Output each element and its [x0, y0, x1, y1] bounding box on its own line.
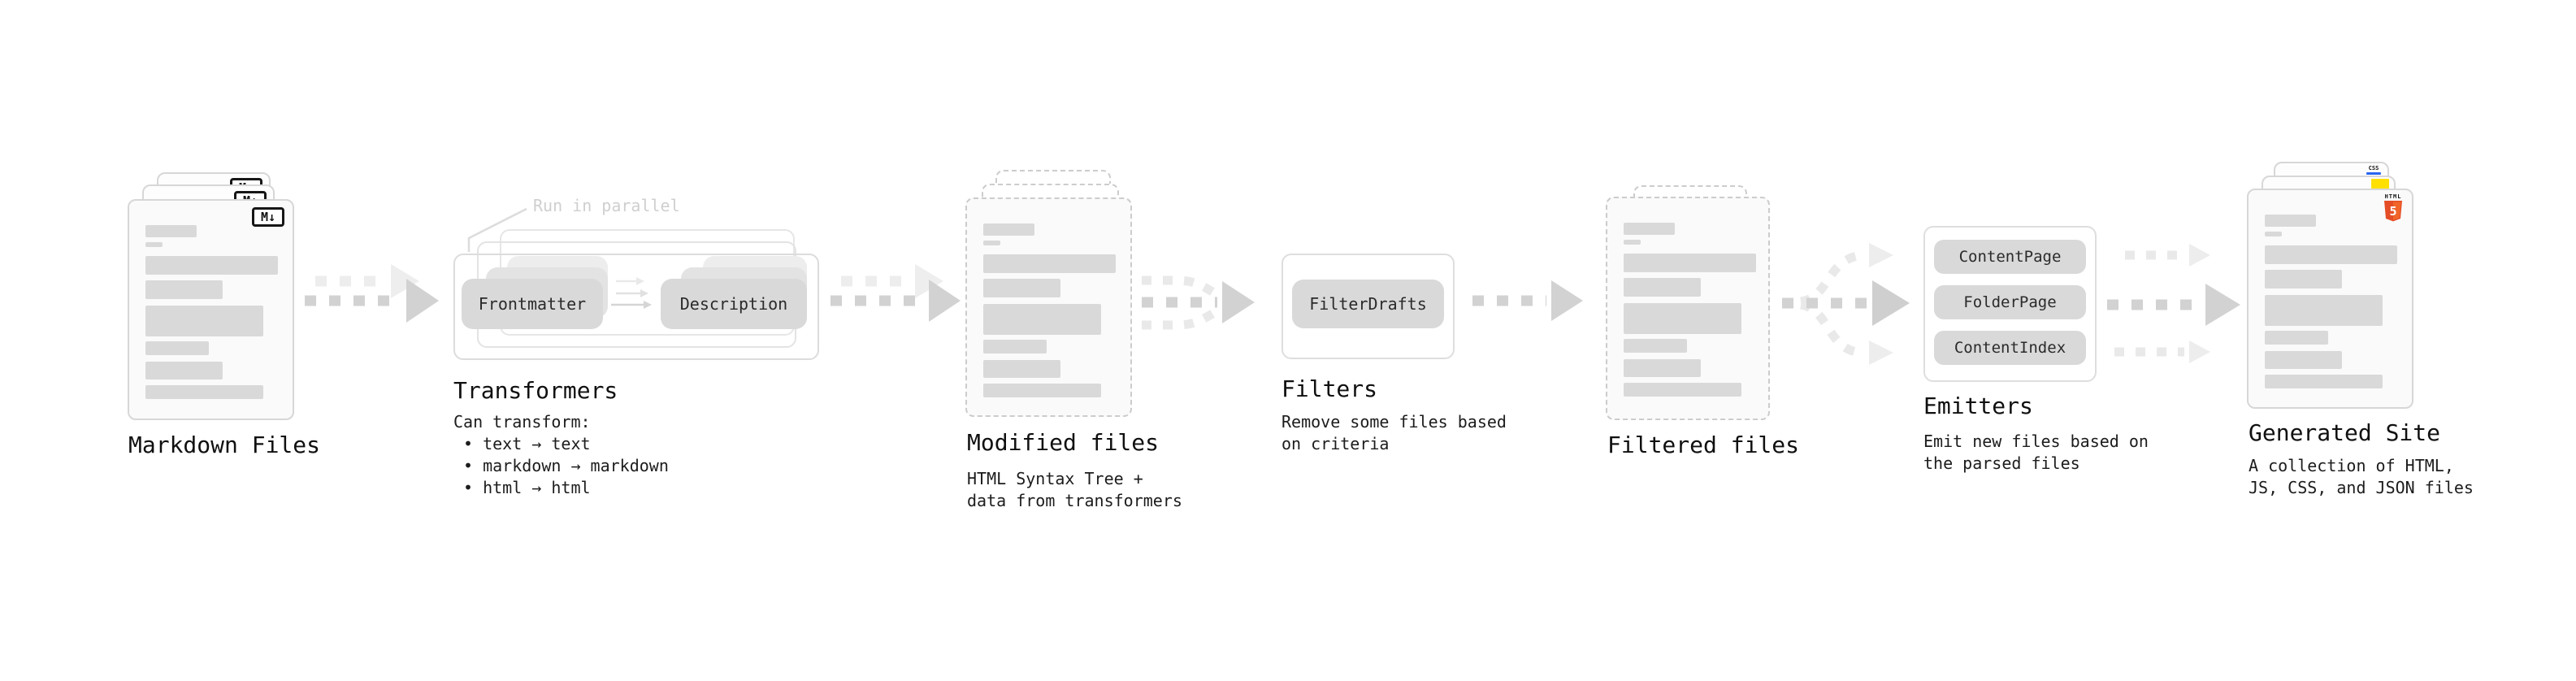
skeleton-text-bar	[983, 304, 1101, 335]
filterdrafts-pill: FilterDrafts	[1292, 280, 1444, 328]
skeleton-text-bar	[145, 306, 263, 336]
skeleton-text-bar	[1624, 303, 1741, 334]
arrow-modified-to-filters	[1142, 275, 1255, 330]
stage-title-emitters: Emitters	[1923, 393, 2033, 419]
bullet-item: markdown → markdown	[463, 455, 669, 477]
skeleton-text-bar	[2265, 295, 2383, 326]
skeleton-text-bar	[145, 385, 263, 399]
skeleton-text-bar	[983, 360, 1060, 378]
html5-icon-label: HTML	[2384, 193, 2402, 200]
skeleton-text-bar	[1624, 254, 1756, 272]
skeleton-text-bar	[145, 362, 223, 380]
contentpage-pill: ContentPage	[1934, 240, 2086, 274]
arrow-emitters-to-generated	[2107, 244, 2240, 363]
emitters-description: Emit new files based on the parsed files	[1923, 432, 2149, 473]
filtered-doc-card-front	[1606, 197, 1770, 420]
skeleton-text-bar	[983, 279, 1060, 297]
stage-title-markdown-files: Markdown Files	[128, 432, 321, 458]
svg-text:5: 5	[2389, 204, 2396, 219]
arrow-transformers-to-modified	[830, 264, 961, 322]
skeleton-text-bar	[983, 384, 1101, 397]
skeleton-text-bar	[145, 242, 163, 247]
transformer-box-front	[453, 254, 819, 360]
skeleton-text-bar	[1624, 223, 1675, 235]
filters-description: Remove some files based on criteria	[1281, 412, 1507, 453]
skeleton-text-bar	[145, 256, 278, 275]
markdown-doc-card-front: M↓	[128, 199, 294, 420]
frontmatter-pill-stack: Frontmatter	[462, 256, 608, 329]
css-file-icon: CSS	[2366, 166, 2381, 175]
skeleton-text-bar	[1624, 383, 1741, 397]
stage-title-modified-files: Modified files	[967, 429, 1160, 456]
js-file-icon	[2371, 179, 2389, 189]
stage-title-filters: Filters	[1281, 375, 1378, 402]
skeleton-text-bar	[983, 254, 1116, 273]
generated-site-description: A collection of HTML, JS, CSS, and JSON …	[2249, 456, 2474, 497]
css-icon-underline	[2366, 172, 2381, 175]
stage-title-generated-site: Generated Site	[2249, 419, 2441, 446]
transformers-description: Can transform:	[453, 412, 591, 432]
markdown-badge-icon: M↓	[252, 207, 284, 227]
frontmatter-pill: Frontmatter	[462, 279, 603, 329]
arrow-filtered-to-emitters	[1782, 243, 1910, 365]
skeleton-text-bar	[2265, 215, 2316, 227]
skeleton-text-bar	[2265, 375, 2383, 388]
stage-title-filtered-files: Filtered files	[1607, 432, 1800, 458]
run-in-parallel-label: Run in parallel	[533, 196, 680, 215]
modified-doc-card-front	[965, 197, 1132, 417]
skeleton-text-bar	[145, 280, 223, 299]
folderpage-pill: FolderPage	[1934, 285, 2086, 319]
skeleton-text-bar	[145, 225, 197, 237]
skeleton-text-bar	[1624, 359, 1701, 377]
arrow-filters-to-filtered	[1472, 280, 1583, 321]
generated-doc-card-front: HTML 5	[2247, 189, 2413, 409]
skeleton-text-bar	[1624, 240, 1641, 245]
skeleton-text-bar	[983, 241, 1000, 245]
css-icon-label: CSS	[2368, 165, 2379, 171]
skeleton-text-bar	[983, 340, 1047, 354]
skeleton-text-bar	[983, 223, 1034, 236]
bullet-item: html → html	[463, 477, 669, 499]
skeleton-text-bar	[2265, 331, 2328, 345]
skeleton-text-bar	[2265, 232, 2282, 236]
bullet-item: text → text	[463, 433, 669, 455]
transformers-bullet-list: text → text markdown → markdown html → h…	[463, 433, 669, 499]
skeleton-text-bar	[145, 341, 209, 355]
contentindex-pill: ContentIndex	[1934, 331, 2086, 365]
modified-files-description: HTML Syntax Tree + data from transformer…	[967, 469, 1182, 510]
skeleton-text-bar	[1624, 278, 1701, 297]
skeleton-text-bar	[2265, 245, 2397, 264]
html5-file-icon: HTML 5	[2383, 194, 2404, 222]
description-pill-stack: Description	[661, 256, 807, 329]
stage-title-transformers: Transformers	[453, 377, 618, 404]
skeleton-text-bar	[2265, 270, 2342, 288]
skeleton-text-bar	[2265, 351, 2342, 369]
description-pill: Description	[661, 279, 807, 329]
skeleton-text-bar	[1624, 339, 1687, 353]
arrow-markdown-to-transformers	[305, 264, 439, 323]
